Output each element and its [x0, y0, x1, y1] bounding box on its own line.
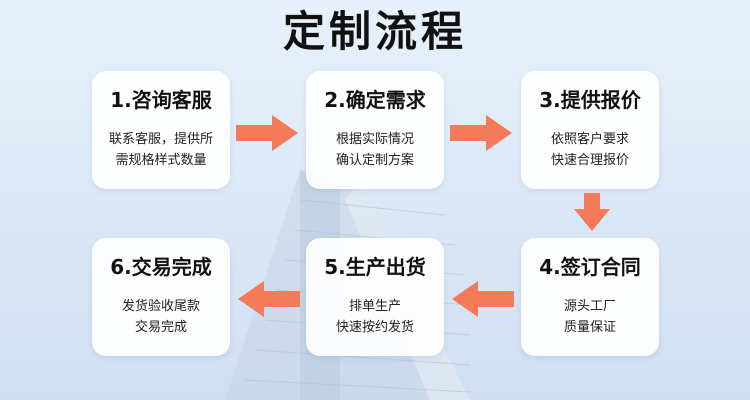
step-desc: 联系客服，提供所 需规格样式数量	[92, 129, 230, 171]
arrow-right-icon	[450, 115, 512, 151]
step-desc-line: 联系客服，提供所	[108, 132, 213, 147]
step-desc: 源头工厂 质量保证	[521, 296, 659, 338]
step-title: 4.签订合同	[539, 255, 641, 279]
step-desc-line: 根据实际情况	[335, 132, 414, 147]
arrow-left-icon	[452, 281, 514, 317]
step-desc-line: 需规格样式数量	[115, 153, 207, 168]
step-desc: 根据实际情况 确认定制方案	[306, 129, 444, 171]
step-title: 1.咨询客服	[110, 88, 212, 112]
step-desc-line: 交易完成	[134, 320, 187, 335]
page-title: 定制流程	[282, 7, 467, 56]
arrow-down-icon	[574, 193, 610, 231]
step-desc: 发货验收尾款 交易完成	[92, 296, 230, 338]
step-card-6: 6.交易完成 发货验收尾款 交易完成	[92, 238, 230, 356]
arrow-left-icon	[238, 281, 300, 317]
step-desc-line: 排单生产	[348, 299, 401, 314]
step-title: 6.交易完成	[110, 255, 212, 279]
step-card-1: 1.咨询客服 联系客服，提供所 需规格样式数量	[92, 71, 230, 189]
step-desc-line: 快速按约发货	[335, 320, 414, 335]
step-title: 2.确定需求	[324, 88, 426, 112]
step-desc: 依照客户要求 快速合理报价	[521, 129, 659, 171]
arrow-right-icon	[236, 115, 298, 151]
step-card-3: 3.提供报价 依照客户要求 快速合理报价	[521, 71, 659, 189]
step-title: 5.生产出货	[324, 255, 426, 279]
step-card-5: 5.生产出货 排单生产 快速按约发货	[306, 238, 444, 356]
step-title: 3.提供报价	[539, 88, 641, 112]
step-card-2: 2.确定需求 根据实际情况 确认定制方案	[306, 71, 444, 189]
step-desc-line: 快速合理报价	[550, 153, 629, 168]
step-desc: 排单生产 快速按约发货	[306, 296, 444, 338]
step-card-4: 4.签订合同 源头工厂 质量保证	[521, 238, 659, 356]
step-desc-line: 源头工厂	[563, 299, 616, 314]
step-desc-line: 依照客户要求	[550, 132, 629, 147]
step-desc-line: 确认定制方案	[335, 153, 414, 168]
step-desc-line: 发货验收尾款	[121, 299, 200, 314]
step-desc-line: 质量保证	[563, 320, 616, 335]
